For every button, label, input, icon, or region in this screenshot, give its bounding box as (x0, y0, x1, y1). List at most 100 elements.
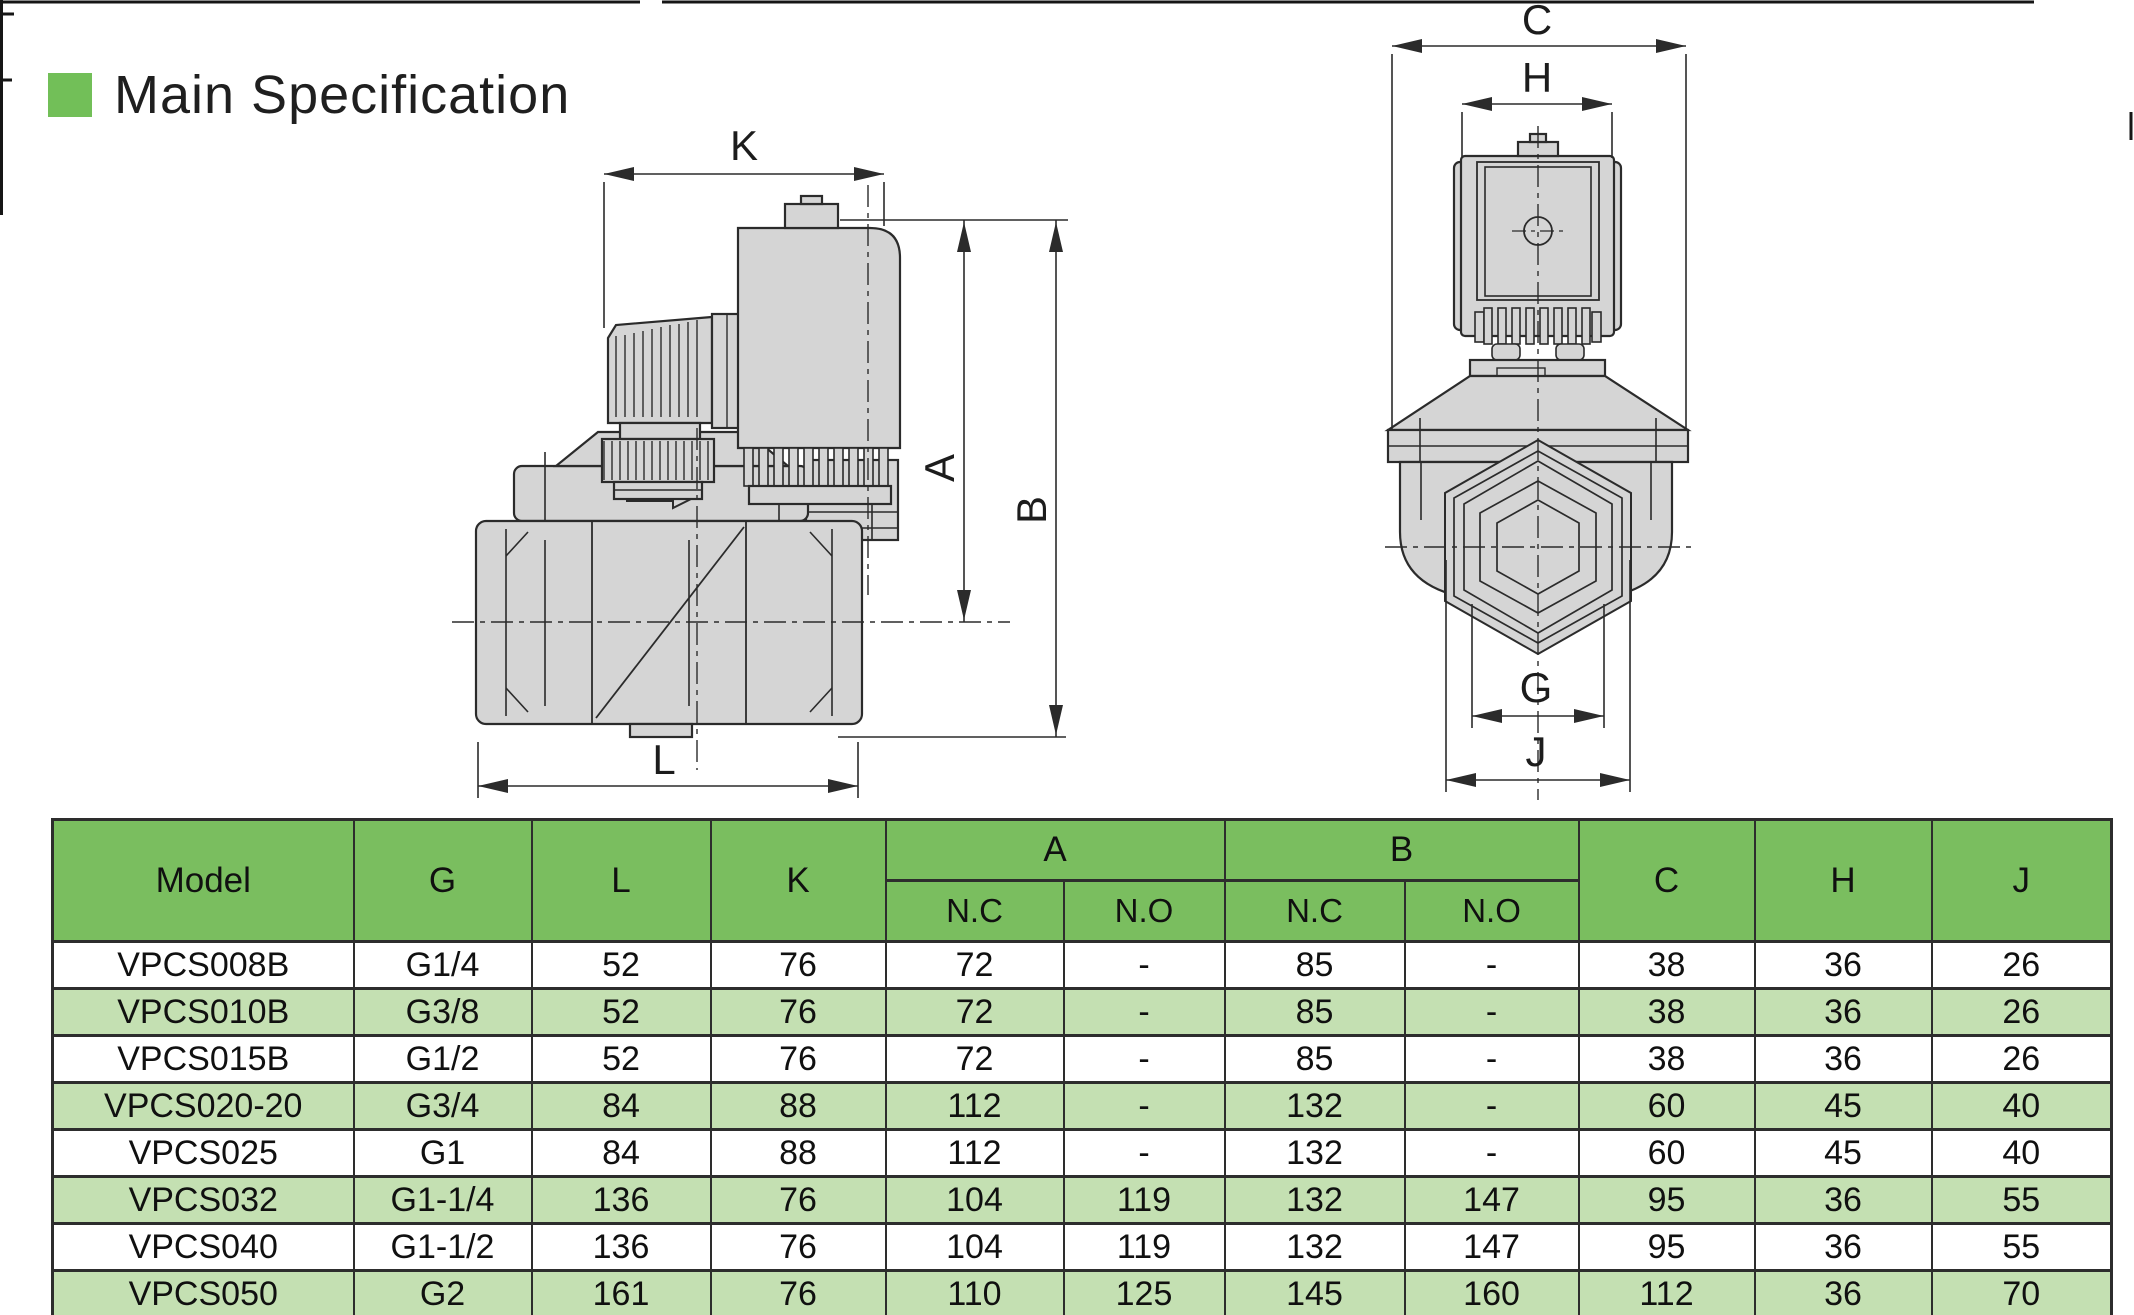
cell-j: 40 (1930, 1081, 2113, 1131)
cell-k: 88 (709, 1128, 887, 1178)
spec-table-wrap: Model G L K A B C H J N.C N.O N.C N.O (51, 818, 2114, 1315)
cell-b-nc: 132 (1223, 1175, 1406, 1225)
cell-h: 36 (1753, 1175, 1933, 1225)
cell-b-nc: 85 (1223, 1034, 1406, 1084)
cell-k: 88 (709, 1081, 887, 1131)
cell-l: 52 (530, 987, 712, 1037)
green-square-bullet-icon (48, 73, 92, 117)
cell-a-nc: 110 (884, 1269, 1065, 1315)
cell-j: 26 (1930, 1034, 2113, 1084)
cell-j: 40 (1930, 1128, 2113, 1178)
cell-l: 136 (530, 1175, 712, 1225)
cell-k: 76 (709, 987, 887, 1037)
cell-c: 95 (1577, 1175, 1756, 1225)
page-title: Main Specification (114, 65, 571, 125)
cell-l: 84 (530, 1081, 712, 1131)
cell-h: 36 (1753, 1222, 1933, 1272)
cell-a-nc: 104 (884, 1175, 1065, 1225)
cell-model: VPCS025 (51, 1128, 355, 1178)
cell-a-no: 119 (1062, 1175, 1226, 1225)
col-header-model: Model (51, 818, 355, 943)
cell-model: VPCS008B (51, 940, 355, 990)
cell-g: G1-1/2 (352, 1222, 533, 1272)
cell-a-no: 119 (1062, 1222, 1226, 1272)
cell-b-nc: 132 (1223, 1128, 1406, 1178)
dim-label-k: K (730, 122, 758, 169)
cell-a-nc: 72 (884, 1034, 1065, 1084)
cell-c: 95 (1577, 1222, 1756, 1272)
cell-g: G1 (352, 1128, 533, 1178)
cell-b-nc: 85 (1223, 987, 1406, 1037)
cell-b-nc: 145 (1223, 1269, 1406, 1315)
cell-c: 38 (1577, 1034, 1756, 1084)
cell-j: 26 (1930, 940, 2113, 990)
cell-k: 76 (709, 1175, 887, 1225)
table-row: VPCS015B G1/2 52 76 72 - 85 - 38 36 26 (51, 1034, 2113, 1084)
cell-b-no: - (1403, 1034, 1580, 1084)
cell-a-nc: 72 (884, 987, 1065, 1037)
cell-c: 60 (1577, 1081, 1756, 1131)
cell-model: VPCS015B (51, 1034, 355, 1084)
dim-label-j: J (1526, 728, 1547, 775)
front-view-drawing (1384, 126, 1692, 800)
centerlines (452, 185, 1010, 770)
col-header-k: K (709, 818, 887, 943)
col-header-g: G (352, 818, 533, 943)
cell-b-no: 147 (1403, 1222, 1580, 1272)
table-row: VPCS032 G1-1/4 136 76 104 119 132 147 95… (51, 1175, 2113, 1225)
cell-a-nc: 104 (884, 1222, 1065, 1272)
dim-label-l: L (652, 736, 675, 783)
front-view-dimensions (1391, 39, 1687, 792)
dim-label-h: H (1522, 54, 1552, 101)
cell-c: 38 (1577, 940, 1756, 990)
table-row: VPCS040 G1-1/2 136 76 104 119 132 147 95… (51, 1222, 2113, 1272)
subheader-b-no: N.O (1403, 879, 1580, 943)
cell-l: 84 (530, 1128, 712, 1178)
dim-label-c: C (1522, 0, 1552, 43)
spec-table: Model G L K A B C H J N.C N.O N.C N.O (51, 818, 2114, 1315)
cell-h: 36 (1753, 1034, 1933, 1084)
col-header-h: H (1753, 818, 1933, 943)
subheader-b-nc: N.C (1223, 879, 1406, 943)
subheader-a-nc: N.C (884, 879, 1065, 943)
cell-a-nc: 112 (884, 1128, 1065, 1178)
cell-k: 76 (709, 1034, 887, 1084)
cell-g: G1/2 (352, 1034, 533, 1084)
cell-a-no: - (1062, 1034, 1226, 1084)
table-row: VPCS008B G1/4 52 76 72 - 85 - 38 36 26 (51, 940, 2113, 990)
technical-drawings: K A B L (0, 0, 2133, 800)
cell-b-nc: 132 (1223, 1222, 1406, 1272)
table-row: VPCS050 G2 161 76 110 125 145 160 112 36… (51, 1269, 2113, 1315)
dim-label-b: B (1008, 496, 1055, 524)
cell-h: 45 (1753, 1081, 1933, 1131)
page-border-artifacts (0, 0, 2133, 215)
subheader-a-no: N.O (1062, 879, 1226, 943)
cell-b-nc: 132 (1223, 1081, 1406, 1131)
cell-model: VPCS010B (51, 987, 355, 1037)
cell-h: 36 (1753, 987, 1933, 1037)
cell-j: 70 (1930, 1269, 2113, 1315)
col-header-b: B (1223, 818, 1580, 882)
cell-a-no: 125 (1062, 1269, 1226, 1315)
cell-l: 161 (530, 1269, 712, 1315)
cell-model: VPCS032 (51, 1175, 355, 1225)
cell-g: G3/8 (352, 987, 533, 1037)
cell-a-nc: 112 (884, 1081, 1065, 1131)
cell-a-no: - (1062, 987, 1226, 1037)
cell-h: 36 (1753, 1269, 1933, 1315)
table-row: VPCS010B G3/8 52 76 72 - 85 - 38 36 26 (51, 987, 2113, 1037)
cell-model: VPCS020-20 (51, 1081, 355, 1131)
col-header-j: J (1930, 818, 2113, 943)
cell-b-no: - (1403, 940, 1580, 990)
table-row: VPCS025 G1 84 88 112 - 132 - 60 45 40 (51, 1128, 2113, 1178)
cell-b-no: 147 (1403, 1175, 1580, 1225)
cell-l: 52 (530, 1034, 712, 1084)
side-view-drawing (452, 185, 1010, 770)
cell-b-no: - (1403, 1128, 1580, 1178)
cell-g: G1-1/4 (352, 1175, 533, 1225)
cell-a-no: - (1062, 1128, 1226, 1178)
cell-b-no: - (1403, 1081, 1580, 1131)
cell-model: VPCS040 (51, 1222, 355, 1272)
cell-h: 36 (1753, 940, 1933, 990)
